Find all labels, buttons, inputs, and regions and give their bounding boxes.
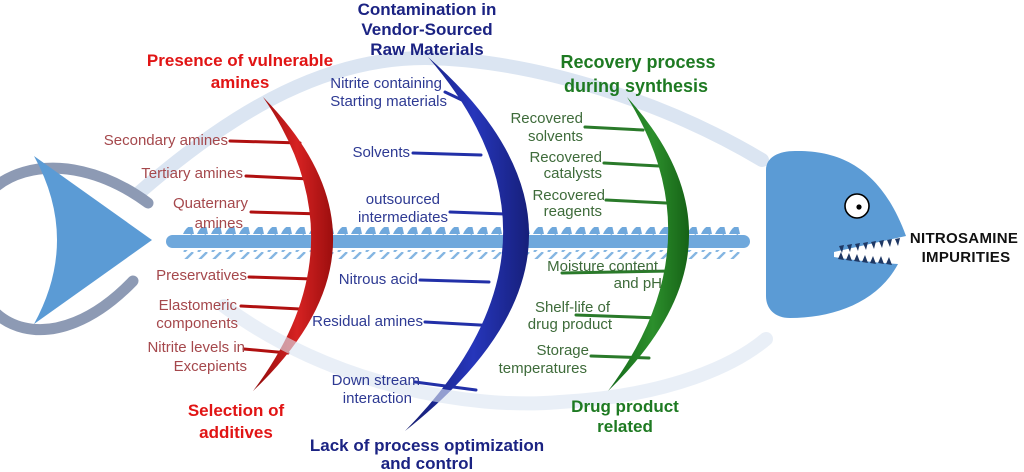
- cause-solvents: Solvents: [352, 144, 410, 161]
- tail-fin: [34, 156, 152, 324]
- cause-moisture-content: Moisture content: [547, 258, 659, 275]
- bone-arc-red: [253, 97, 334, 391]
- branch-header-vulnerable-amines-2: amines: [211, 73, 270, 92]
- tail-fin-arc: [0, 162, 154, 336]
- branch-header-drug-product: Drug product: [571, 397, 679, 416]
- rib: [418, 278, 491, 284]
- branch-header-vulnerable-amines: Presence of vulnerable: [147, 51, 333, 70]
- fish-body-outline-bottom: [217, 299, 773, 411]
- branch-header-drug-product-2: related: [597, 417, 653, 436]
- cause-outsourced-2: intermediates: [358, 209, 448, 226]
- cause-shelf-life: Shelf-life of: [535, 299, 611, 316]
- rib: [411, 151, 483, 157]
- fish-head: [766, 150, 906, 318]
- bone-arc-blue: [405, 57, 530, 431]
- rib: [589, 354, 651, 360]
- branch-header-selection-additives-2: additives: [199, 423, 273, 442]
- effect-label-line2: IMPURITIES: [922, 249, 1011, 266]
- cause-moisture-content-2: and pH: [614, 275, 662, 292]
- cause-recovered-solvents-2: solvents: [528, 128, 583, 145]
- cause-recovered-catalysts-2: catalysts: [544, 165, 602, 182]
- cause-nitrite-starting: Nitrite containing: [330, 75, 442, 92]
- ribs-green: [560, 125, 674, 360]
- branch-header-process-optimization: Lack of process optimization: [310, 436, 544, 455]
- cause-down-stream: Down stream: [332, 372, 420, 389]
- teeth-upper: [839, 238, 900, 253]
- rib: [604, 198, 668, 205]
- bone-arc-green: [608, 97, 690, 391]
- branch-header-raw-materials: Contamination in: [358, 0, 497, 19]
- cause-recovered-solvents: Recovered: [510, 110, 583, 127]
- cause-tertiary-amines: Tertiary amines: [141, 165, 243, 182]
- rib: [228, 139, 302, 145]
- branch-header-recovery-process: Recovery process: [560, 52, 715, 72]
- ribs-red: [228, 139, 324, 355]
- rib: [602, 161, 661, 168]
- rib: [560, 269, 674, 275]
- fish-body-outline-top: [133, 50, 769, 199]
- cause-recovered-reagents: Recovered: [532, 187, 605, 204]
- rib: [247, 275, 315, 281]
- cause-storage-temp-2: temperatures: [499, 360, 587, 377]
- effect-label-line1: NITROSAMINE: [910, 230, 1018, 247]
- cause-secondary-amines: Secondary amines: [104, 132, 228, 149]
- cause-shelf-life-2: drug product: [528, 316, 613, 333]
- cause-nitrite-starting-2: Starting materials: [330, 93, 447, 110]
- branch-header-raw-materials-3: Raw Materials: [370, 40, 483, 59]
- cause-residual-amines: Residual amines: [312, 313, 423, 330]
- cause-quaternary-amines-2: amines: [195, 215, 243, 232]
- rib: [239, 304, 302, 311]
- rib: [574, 313, 661, 320]
- cause-outsourced: outsourced: [366, 191, 440, 208]
- cause-down-stream-2: interaction: [343, 390, 412, 407]
- teeth-lower: [838, 252, 892, 265]
- cause-nitrous-acid: Nitrous acid: [339, 271, 418, 288]
- spine-hatch: [180, 250, 740, 259]
- cause-nitrite-levels-2: Excepients: [174, 358, 247, 375]
- cause-recovered-reagents-2: reagents: [544, 203, 602, 220]
- branch-header-process-optimization-2: and control: [381, 454, 474, 472]
- eye-pupil: [856, 204, 862, 210]
- fish-spine: [166, 235, 750, 248]
- rib: [583, 125, 645, 132]
- cause-elastomeric-2: components: [156, 315, 238, 332]
- branch-header-raw-materials-2: Vendor-Sourced: [361, 20, 492, 39]
- cause-nitrite-levels: Nitrite levels in: [147, 339, 245, 356]
- cause-elastomeric: Elastomeric: [159, 297, 238, 314]
- rib: [244, 174, 312, 181]
- cause-storage-temp: Storage: [536, 342, 589, 359]
- branch-header-selection-additives: Selection of: [188, 401, 285, 420]
- rib: [448, 210, 507, 216]
- cause-quaternary-amines: Quaternary: [173, 195, 249, 212]
- branch-header-recovery-process-2: during synthesis: [564, 76, 708, 96]
- cause-preservatives: Preservatives: [156, 267, 247, 284]
- cause-recovered-catalysts: Recovered: [529, 149, 602, 166]
- spine-barbs: [180, 227, 740, 236]
